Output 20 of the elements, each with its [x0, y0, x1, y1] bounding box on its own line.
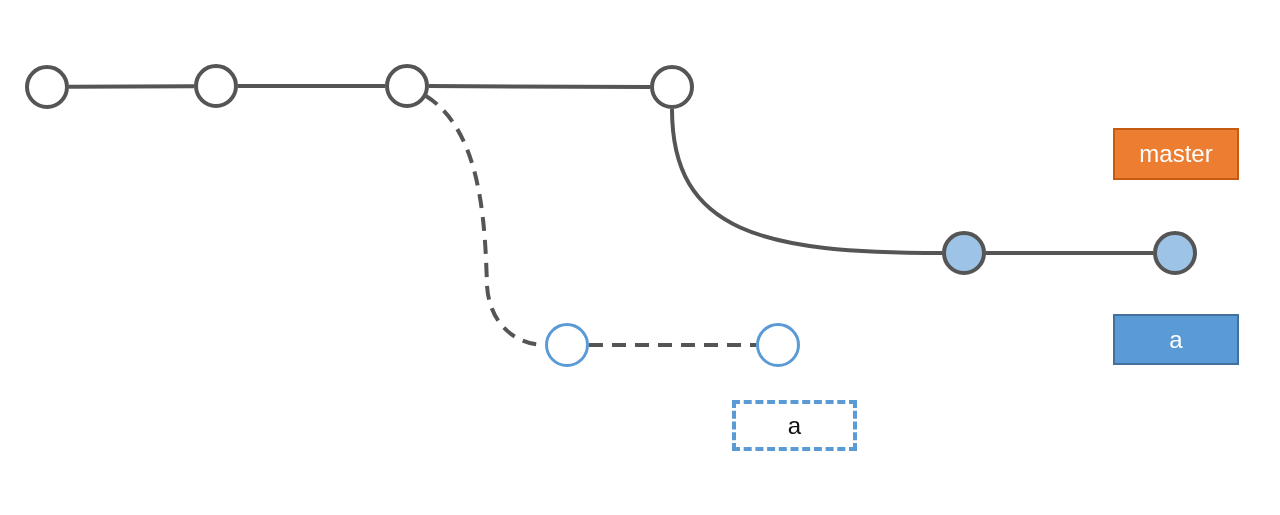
branch-name: a — [1169, 325, 1183, 354]
commit-circle — [650, 65, 694, 109]
branch-line — [69, 84, 194, 89]
branch-name: a — [787, 411, 802, 440]
branch-line — [986, 251, 1153, 255]
commit-circle — [25, 65, 69, 109]
commit-circle — [194, 64, 238, 108]
branch-label — [1113, 128, 1239, 180]
branch-name: master — [1139, 140, 1213, 168]
commit-circle — [942, 231, 986, 275]
branch-label — [732, 400, 857, 451]
branch-line — [670, 108, 943, 255]
commit-circle — [1153, 231, 1197, 275]
branch-line — [429, 84, 650, 89]
commit-circle — [385, 64, 429, 108]
branch-line — [238, 84, 385, 88]
branch-line — [589, 343, 756, 347]
branch-label — [1113, 314, 1239, 365]
commit-circle — [545, 323, 589, 367]
commit-circle — [756, 323, 800, 367]
